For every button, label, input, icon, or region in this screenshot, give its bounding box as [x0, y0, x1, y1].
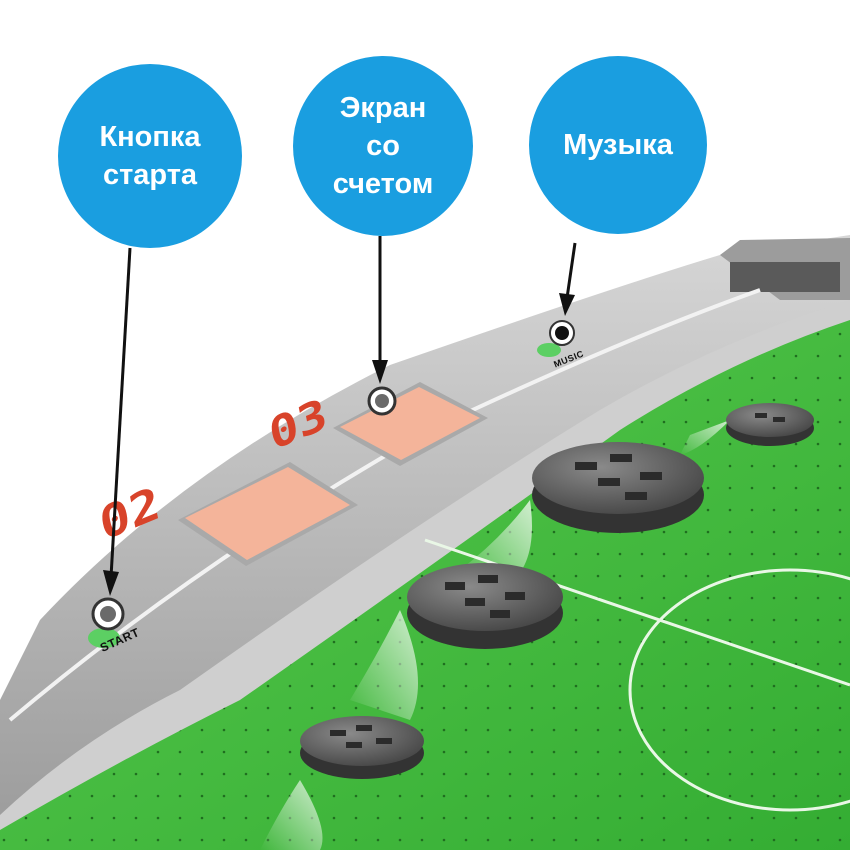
puck-middle — [407, 563, 563, 649]
start-button[interactable] — [88, 597, 125, 648]
puck-large — [532, 442, 704, 533]
start-callout-text: Кнопка старта — [99, 121, 201, 191]
goal-slot — [730, 262, 840, 292]
puck-far — [726, 403, 814, 446]
music-button[interactable] — [537, 320, 575, 357]
score-screen-callout: Экран со счетом — [293, 56, 473, 236]
score-callout-text: Экран со счетом — [332, 92, 434, 200]
music-callout: Музыка — [529, 56, 707, 234]
music-callout-text: Музыка — [563, 129, 673, 161]
score-marker — [367, 386, 397, 416]
score-display-right: 03 — [265, 382, 488, 466]
callout-arrows — [103, 236, 577, 596]
start-button-callout: Кнопка старта — [58, 64, 242, 248]
puck-near — [300, 716, 424, 779]
center-circle — [628, 568, 850, 812]
